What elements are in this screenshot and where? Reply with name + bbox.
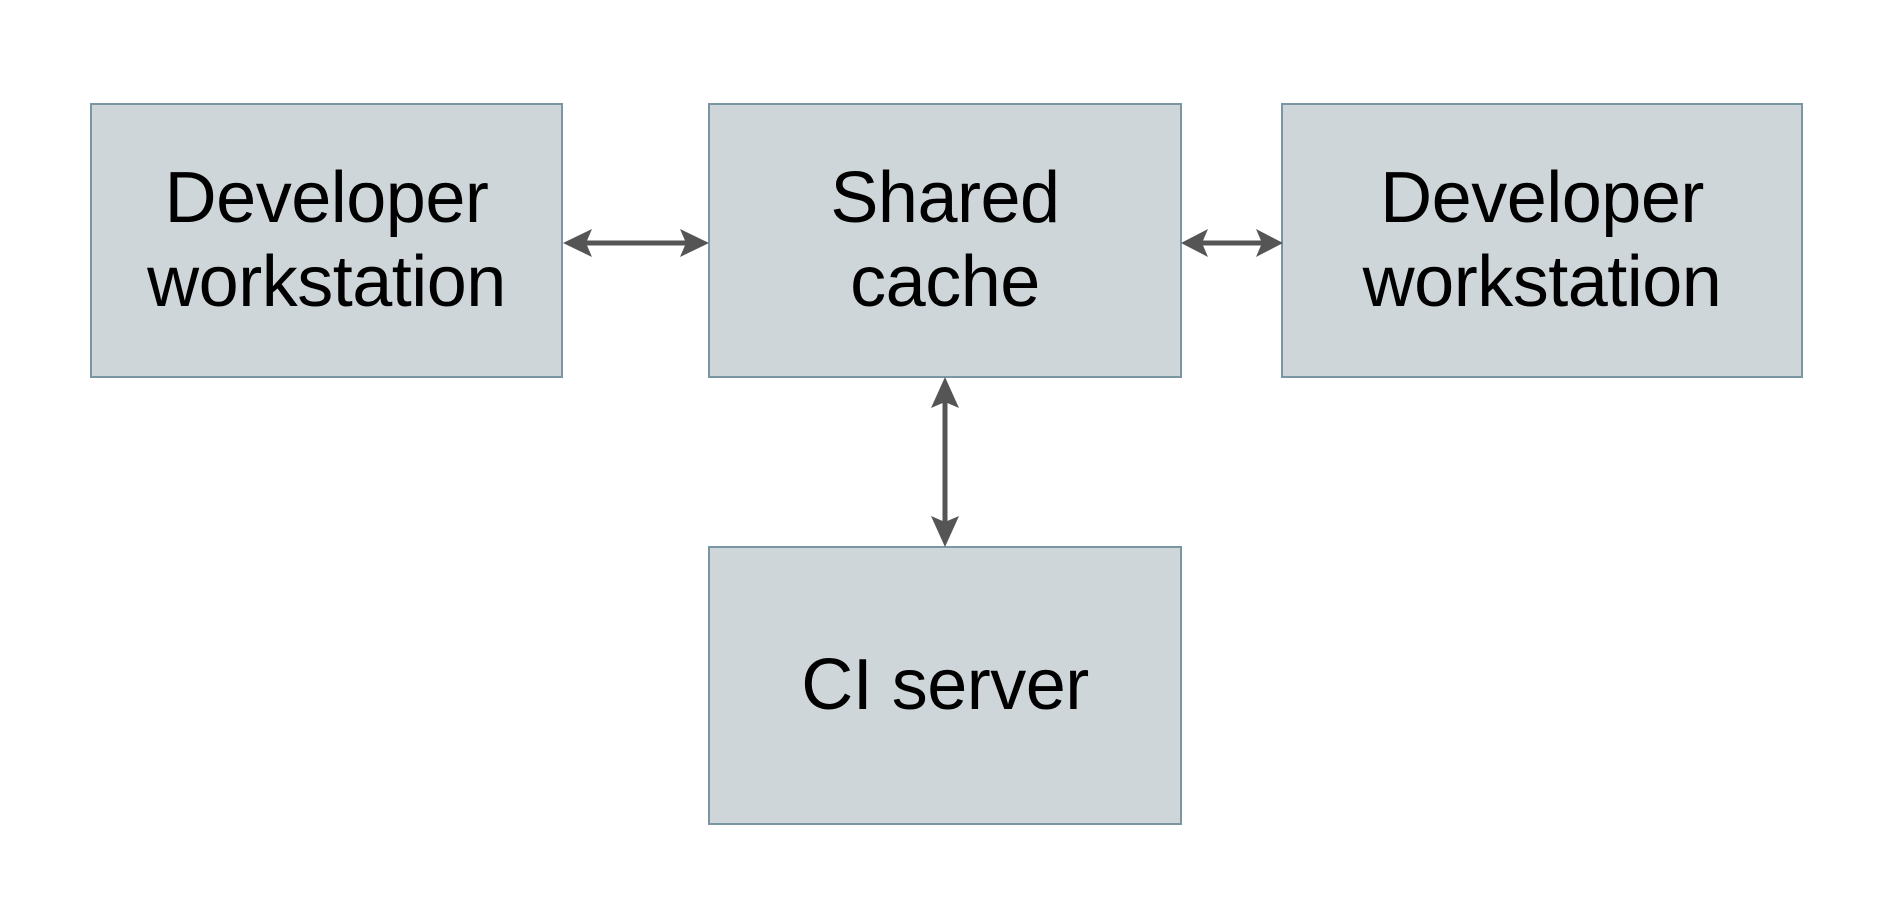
- arrowhead-right-icon: [680, 229, 709, 257]
- node-shared-cache[interactable]: Shared cache: [708, 103, 1182, 378]
- arrowhead-down-icon: [931, 516, 959, 547]
- node-label-developer-workstation-left: Developer workstation: [147, 157, 506, 322]
- node-developer-workstation-left[interactable]: Developer workstation: [90, 103, 563, 378]
- node-ci-server[interactable]: CI server: [708, 546, 1182, 825]
- arrowhead-left-icon: [1181, 229, 1208, 257]
- arrowhead-right-icon: [1256, 229, 1283, 257]
- node-label-shared-cache: Shared cache: [830, 157, 1060, 322]
- edge-developer-workstation-left-to-shared-cache[interactable]: [560, 212, 712, 274]
- edge-shared-cache-to-developer-workstation-right[interactable]: [1178, 212, 1286, 274]
- node-label-developer-workstation-right: Developer workstation: [1362, 157, 1722, 322]
- edge-shared-cache-to-ci-server[interactable]: [914, 374, 976, 550]
- arrowhead-up-icon: [931, 377, 959, 408]
- arrowhead-left-icon: [563, 229, 592, 257]
- node-label-ci-server: CI server: [801, 644, 1089, 725]
- node-developer-workstation-right[interactable]: Developer workstation: [1281, 103, 1803, 378]
